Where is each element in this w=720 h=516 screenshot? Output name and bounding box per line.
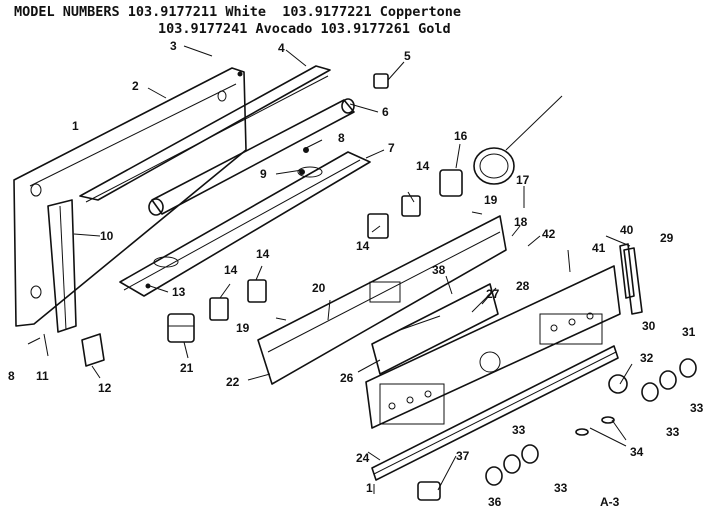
part-trim-rail (371, 345, 619, 481)
page-reference: A-3 (600, 495, 620, 509)
model-numbers-line-2: 103.9177241 Avocado 103.9177261 Gold (158, 21, 451, 37)
callout-14c: 14 (224, 263, 238, 277)
callout-33a: 33 (690, 401, 704, 415)
callout-12: 12 (98, 381, 112, 395)
callout-41: 41 (592, 241, 606, 255)
callout-4: 4 (278, 41, 285, 55)
callout-1b: 1 (366, 481, 373, 495)
part-bottom-switch (417, 481, 441, 501)
callout-14a: 14 (416, 159, 430, 173)
callout-20: 20 (312, 281, 326, 295)
callout-17: 17 (516, 173, 530, 187)
callout-22: 22 (226, 375, 240, 389)
part-knob (608, 374, 628, 394)
callout-3: 3 (170, 39, 177, 53)
part-clip-pair (575, 416, 615, 436)
callout-1: 1 (72, 119, 79, 133)
callout-7: 7 (388, 141, 395, 155)
callout-6: 6 (382, 105, 389, 119)
callout-27: 27 (486, 287, 500, 301)
part-ring (485, 358, 697, 486)
callout-32: 32 (640, 351, 654, 365)
callout-labels: 1 2 3 4 5 6 7 8 9 10 11 12 13 14 14 14 1… (8, 39, 704, 509)
callout-13: 13 (172, 285, 186, 299)
callout-40: 40 (620, 223, 634, 237)
part-control-panel-back (257, 215, 507, 385)
part-knob-top (373, 73, 389, 89)
callout-37: 37 (456, 449, 470, 463)
callout-14b: 14 (356, 239, 370, 253)
part-switch-body (167, 313, 195, 343)
callout-14d: 14 (256, 247, 270, 261)
callout-29: 29 (660, 231, 674, 245)
part-bracket (119, 151, 371, 297)
callout-42: 42 (542, 227, 556, 241)
callout-11: 11 (36, 369, 49, 383)
callout-24: 24 (356, 451, 370, 465)
callout-8: 8 (338, 131, 345, 145)
callout-8b: 8 (8, 369, 15, 383)
callout-9: 9 (260, 167, 267, 181)
part-small-bracket (81, 333, 105, 367)
leader-lines (27, 45, 633, 494)
callout-16: 16 (454, 129, 468, 143)
part-front-glass-panel (365, 265, 621, 429)
part-side-trim (623, 247, 643, 315)
part-top-trim (79, 65, 331, 203)
callout-26: 26 (340, 371, 354, 385)
callout-33b: 33 (666, 425, 680, 439)
callout-19a: 19 (484, 193, 498, 207)
callout-21: 21 (180, 361, 194, 375)
callout-10: 10 (100, 229, 114, 243)
part-light-tube (148, 98, 355, 216)
model-numbers-line-1: MODEL NUMBERS 103.9177211 White 103.9177… (14, 4, 462, 20)
callout-28: 28 (516, 279, 530, 293)
part-back-panel (13, 67, 247, 327)
part-switch (209, 195, 421, 321)
callout-36: 36 (488, 495, 502, 509)
callout-19b: 19 (236, 321, 250, 335)
part-side-end-panel (47, 199, 77, 333)
callout-38: 38 (432, 263, 446, 277)
part-circuit-board (371, 283, 499, 375)
callout-34: 34 (630, 445, 644, 459)
callout-33d: 33 (554, 481, 568, 495)
callout-2: 2 (132, 79, 139, 93)
callout-30: 30 (642, 319, 656, 333)
part-thermostat (439, 95, 563, 197)
callout-33c: 33 (512, 423, 526, 437)
part-small-strip (619, 243, 635, 299)
callout-5: 5 (404, 49, 411, 63)
callout-31: 31 (682, 325, 696, 339)
callout-18: 18 (514, 215, 528, 229)
